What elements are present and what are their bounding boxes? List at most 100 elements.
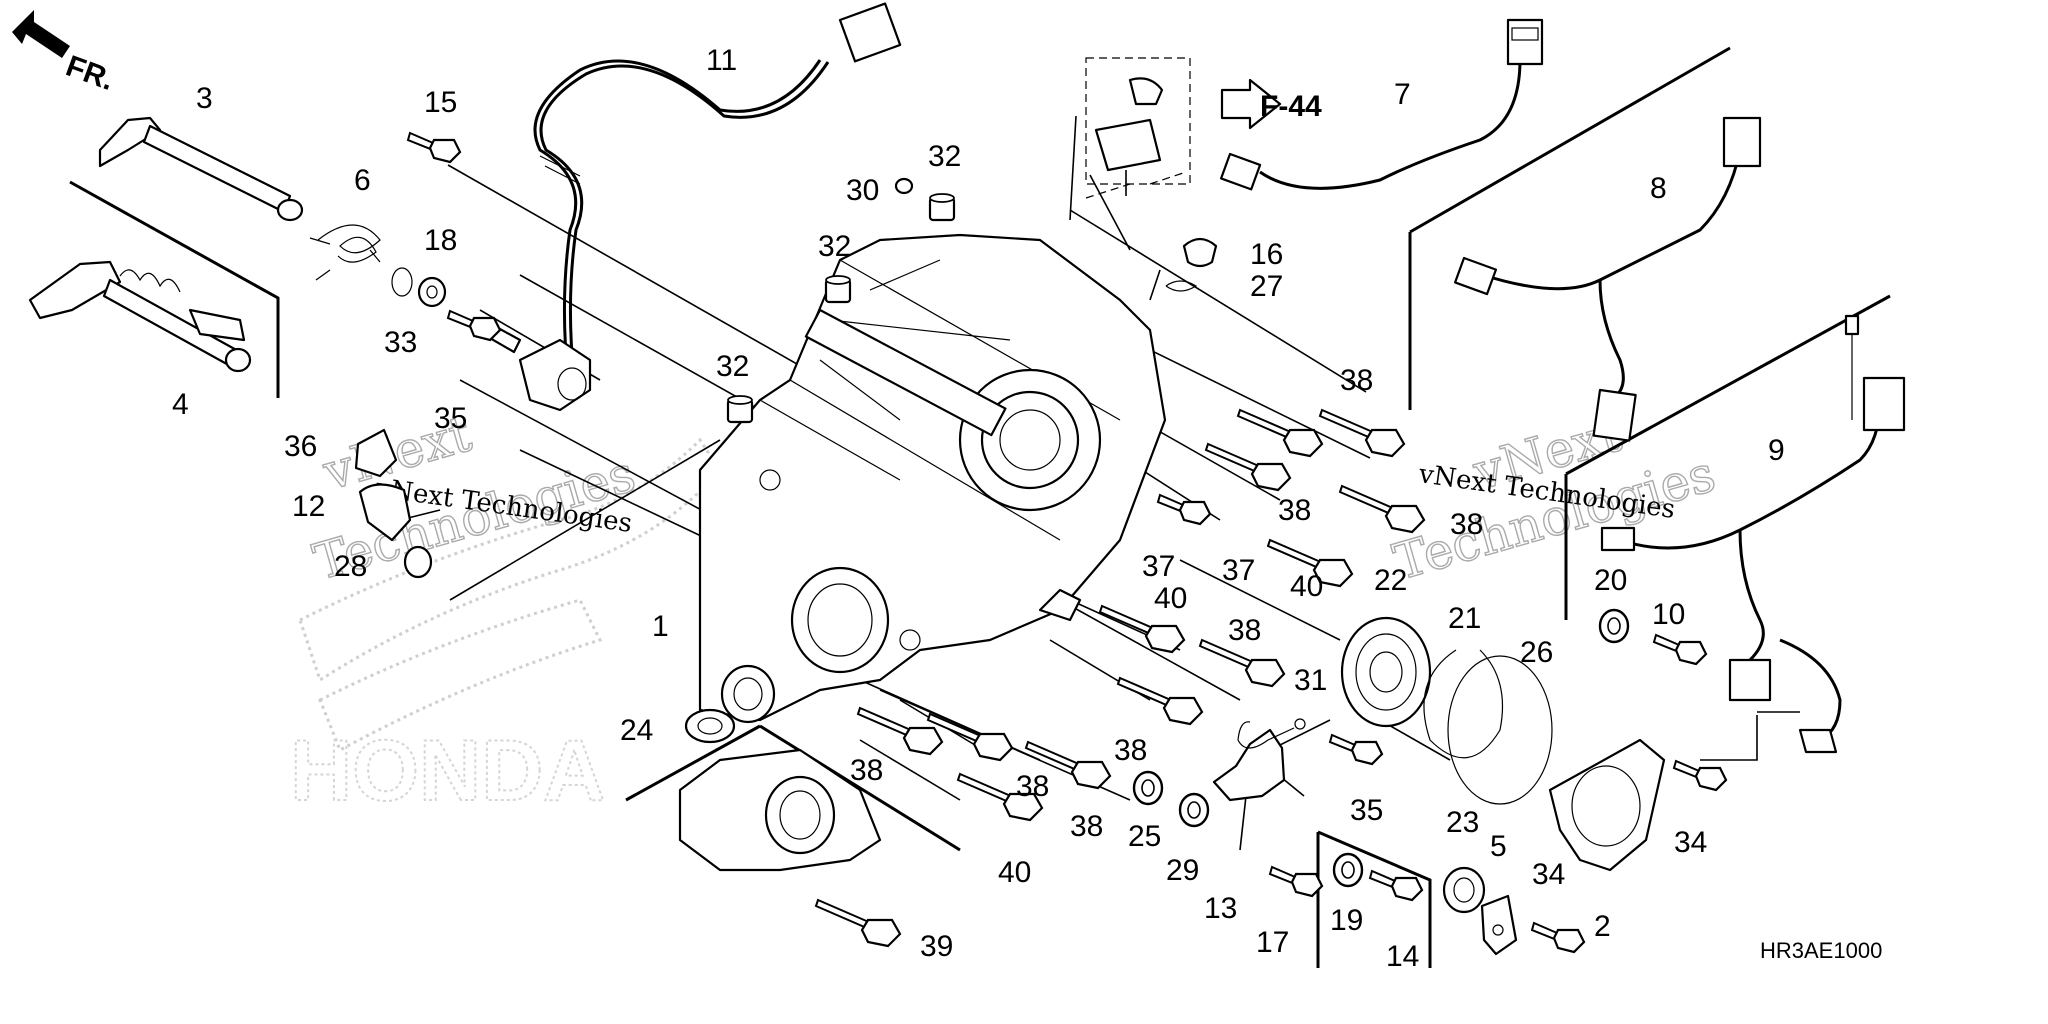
callout-6: 6 [354,164,371,197]
callout-26: 26 [1520,636,1553,669]
callout-40-a: 40 [1154,582,1187,615]
gearshift-arm [28,260,252,373]
gearshift-spindle [98,116,304,222]
oil-seal-24 [684,708,736,744]
gasket-2 [1548,738,1666,872]
callout-1: 1 [652,610,669,643]
callout-13: 13 [1204,892,1237,925]
oil-seal-23 [1442,866,1486,914]
callout-30: 30 [846,174,879,207]
plug-16 [1182,237,1218,268]
callout-15: 15 [424,86,457,119]
bolt-37-b [1204,442,1292,492]
circlip-21 [1423,649,1504,759]
callout-38-e: 38 [1114,734,1147,767]
callout-25: 25 [1128,820,1161,853]
callout-34-b: 34 [1532,858,1565,891]
callout-28: 28 [334,550,367,583]
small-parts [354,77,1666,956]
callout-19: 19 [1330,904,1363,937]
callout-36: 36 [284,430,317,463]
wire-harness-7 [1220,18,1544,191]
bolt-17 [1268,865,1324,898]
bolt-34-b [1530,921,1586,954]
circlip-33 [391,267,413,297]
reference-label: F-44 [1260,90,1322,123]
callout-31: 31 [1294,664,1327,697]
return-spring [309,224,381,281]
wire-harness-11 [474,2,902,412]
f44-bolt [1128,77,1164,106]
callout-27: 27 [1250,270,1283,303]
bolt-38-e [1116,676,1204,726]
callout-38-f: 38 [850,754,883,787]
wire-harness-8 [1454,116,1762,442]
callout-35-b: 35 [1350,794,1383,827]
switch-10 [1652,633,1708,666]
callout-32-c: 32 [716,350,749,383]
bolt-14-bracket [1317,830,1432,968]
callout-2: 2 [1594,910,1611,943]
callout-16: 16 [1250,238,1283,271]
front-direction-label: FR. [62,50,119,98]
f44-bracket [1094,118,1162,172]
bolt-37-a [1156,493,1212,526]
callout-4: 4 [172,388,189,421]
sensor-12 [358,483,412,542]
washer-29 [1178,792,1210,828]
callout-22: 22 [1374,564,1407,597]
washer-19 [1332,852,1364,888]
sensor-13 [1212,728,1286,802]
callout-17: 17 [1256,926,1289,959]
wire-harness-9 [1600,314,1906,754]
bearing-22 [1340,616,1432,728]
o-ring-28 [403,545,433,579]
callout-29: 29 [1166,854,1199,887]
o-ring-27 [1165,280,1198,292]
front-direction-arrow-icon: FR. [12,10,118,97]
bolt-38-b [1318,408,1406,458]
callout-40-c: 40 [998,856,1031,889]
callout-38-b: 38 [1278,494,1311,527]
callout-21: 21 [1448,602,1481,635]
callout-14: 14 [1386,940,1419,973]
washer-25 [1132,770,1164,806]
bolt-39 [814,898,902,948]
o-ring-30 [894,177,914,195]
callout-7: 7 [1394,78,1411,111]
washer-20 [1598,608,1630,644]
lower-case-bracket-top [625,724,761,802]
bolt-34-a [1672,759,1728,792]
bolt-38-g [926,712,1014,762]
callout-12: 12 [292,490,325,523]
callout-35-a: 35 [434,402,467,435]
bolt-35-a [446,309,502,342]
callout-18: 18 [424,224,457,257]
callout-38-c: 38 [1450,508,1483,541]
callout-23: 23 [1446,806,1479,839]
callout-37-a: 37 [1142,550,1175,583]
clamp-31 [1237,721,1295,749]
crankcase-cover [698,233,1167,724]
washer-18 [417,276,447,308]
bolt-36 [354,428,398,478]
f44-arrow-icon [1220,78,1282,130]
bolt-35-b [1328,733,1384,766]
callout-5: 5 [1490,830,1507,863]
callout-38-g: 38 [1016,770,1049,803]
f44-dashed-box [1085,57,1191,185]
bolt-38-c [1338,484,1426,534]
callout-38-h: 38 [1070,810,1103,843]
harness-9-bracket-top [1565,294,1891,476]
callout-33: 33 [384,326,417,359]
lower-case-section [678,748,882,872]
callout-34-a: 34 [1674,826,1707,859]
honda-watermark-text: HONDA [290,723,605,819]
bolt-15 [406,131,462,164]
dowel-pin-32-b [824,274,852,304]
callout-38-a: 38 [1340,364,1373,397]
honda-watermark: HONDA [289,437,722,820]
lower-case-bracket-side [759,724,961,852]
callout-38-d: 38 [1228,614,1261,647]
